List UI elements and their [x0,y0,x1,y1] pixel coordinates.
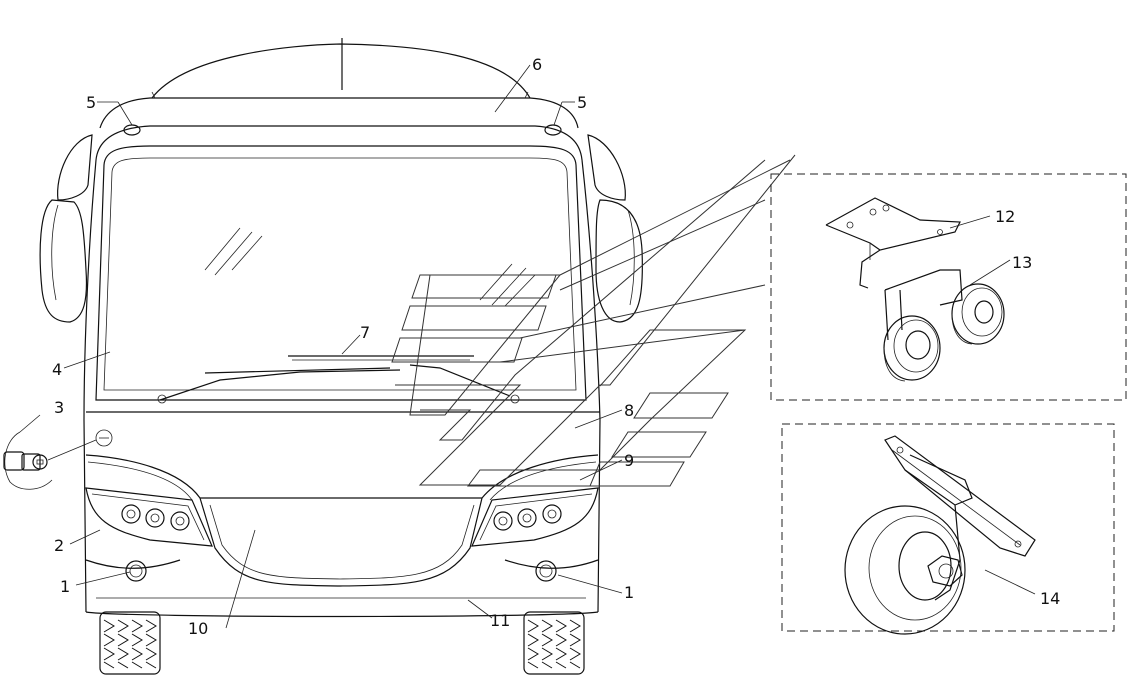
callout-14: 14 [1040,589,1060,608]
fog-lamp-left [125,560,147,582]
callout-10: 10 [188,619,208,638]
callout-1-left: 1 [60,577,70,596]
caster-wheel-assembly [844,435,1036,635]
callout-11: 11 [490,611,510,630]
fog-lamp-right [535,560,557,582]
mirror-right [587,134,643,323]
mirror-left [39,134,93,323]
leader-lines [19,64,1036,629]
callout-3: 3 [54,398,64,417]
callout-1-right: 1 [624,583,634,602]
callout-5-left: 5 [86,93,96,112]
callout-7: 7 [360,323,370,342]
door-lock-detail [3,431,97,490]
wiper-assembly [157,355,520,404]
caster-assembly-box [781,423,1115,632]
callout-8: 8 [624,401,634,420]
wheel-left [99,611,161,675]
headlamp-right [471,487,599,547]
callout-2: 2 [54,536,64,555]
horn-assembly-box [770,173,1127,401]
watermark-logo [391,154,796,487]
callout-13: 13 [1012,253,1032,272]
callout-6: 6 [532,55,542,74]
callout-9: 9 [624,451,634,470]
marker-lamp-right [544,124,562,136]
callout-4: 4 [52,360,62,379]
callout-12: 12 [995,207,1015,226]
horn-assembly [825,197,1005,382]
callout-5-right: 5 [577,93,587,112]
wheel-right [523,611,585,675]
bus-body [83,38,601,618]
headlamp-left [85,487,213,547]
